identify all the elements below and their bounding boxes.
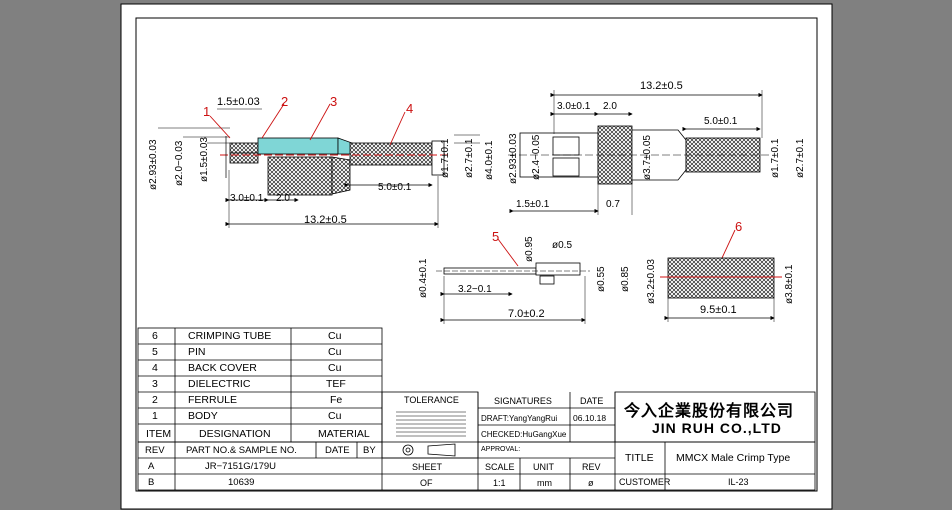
bom-material: Cu <box>328 346 342 358</box>
bom-designation: PIN <box>188 346 206 358</box>
bom-item: 2 <box>152 394 158 406</box>
dim-label: ø0.85 <box>620 266 631 292</box>
checked-signature: CHECKED:HuGangXue <box>481 430 567 439</box>
dim-label: 7.0±0.2 <box>508 308 545 320</box>
signatures-label: SIGNATURES <box>494 396 552 406</box>
bom-item: 5 <box>152 346 158 358</box>
dim-label: ø2.0−0.03 <box>174 140 185 186</box>
draft-date: 06.10.18 <box>573 413 607 423</box>
dim-label: 2.0 <box>603 101 617 112</box>
rev-row-a-part: JR−7151G/179U <box>205 461 277 472</box>
rev-row-a: A <box>148 461 155 472</box>
bom-designation: CRIMPING TUBE <box>188 330 272 342</box>
bom-designation: FERRULE <box>188 394 238 406</box>
bom-item: 4 <box>152 362 158 374</box>
rev-row-b: B <box>148 477 155 488</box>
customer-value: IL-23 <box>728 477 749 487</box>
bom-header-material: MATERIAL <box>318 428 370 440</box>
dim-label: ø0.95 <box>524 236 535 262</box>
assembly-section-view <box>158 108 480 228</box>
pin-view <box>436 262 590 324</box>
dim-label: ø3.8±0.1 <box>784 264 795 304</box>
dim-label: 1.5±0.03 <box>217 96 260 108</box>
dim-label: 3.0±0.1 <box>557 101 591 112</box>
rev-header-by: BY <box>363 445 376 456</box>
unit-label: UNIT <box>533 462 554 472</box>
sheet-label: SHEET <box>412 462 443 472</box>
crimping-tube-view <box>660 257 782 322</box>
dim-label: ø1.7±0.1 <box>770 138 781 178</box>
callout-2: 2 <box>281 94 289 109</box>
dim-label: ø2.7±0.1 <box>464 138 475 178</box>
callout-6: 6 <box>735 219 743 234</box>
bom-material: Cu <box>328 330 342 342</box>
callout-4: 4 <box>406 101 414 116</box>
scale-label: SCALE <box>485 462 515 472</box>
company-name-chinese: 今入企業股份有限公司 <box>624 403 795 420</box>
title-label: TITLE <box>625 452 654 464</box>
rev-value: ø <box>588 478 594 488</box>
dim-label: 9.5±0.1 <box>700 304 737 316</box>
dim-label: 13.2±0.5 <box>640 80 683 92</box>
title-block-grid <box>137 391 816 491</box>
dim-label: ø0.4±0.1 <box>418 258 429 298</box>
dim-label: ø2.93±0.03 <box>148 139 159 190</box>
dim-label: 2.0 <box>276 193 290 204</box>
callout-leaders <box>209 103 736 267</box>
callout-3: 3 <box>330 94 338 109</box>
customer-label: CUSTOMER <box>619 477 671 487</box>
bom-item: 1 <box>152 410 158 422</box>
dim-label: 5.0±0.1 <box>704 116 738 127</box>
callout-1: 1 <box>203 104 211 119</box>
bom-item: 3 <box>152 378 158 390</box>
external-view <box>508 90 770 215</box>
dim-label: ø0.5 <box>552 240 573 251</box>
unit-value: mm <box>537 478 552 488</box>
tolerance-label: TOLERANCE <box>404 395 459 405</box>
dim-label: ø1.7±0.1 <box>440 138 451 178</box>
dim-label: ø2.7±0.1 <box>795 138 806 178</box>
rev-header-part: PART NO.& SAMPLE NO. <box>186 445 297 456</box>
bom-material: TEF <box>326 378 346 390</box>
approval-signature: APPROVAL: <box>481 446 521 453</box>
dim-label: 5.0±0.1 <box>378 182 412 193</box>
bom-material: Fe <box>330 394 343 406</box>
rev-header-date: DATE <box>325 445 350 456</box>
scale-value: 1:1 <box>493 478 506 488</box>
bom-header-designation: DESIGNATION <box>199 428 271 440</box>
dim-label: 1.5±0.1 <box>516 199 550 210</box>
date-label: DATE <box>580 396 604 406</box>
bom-designation: BODY <box>188 410 218 422</box>
dim-label: 3.2−0.1 <box>458 284 492 295</box>
sheet-value: OF <box>420 478 433 488</box>
projection-symbol-icon <box>402 443 456 457</box>
bom-material: Cu <box>328 362 342 374</box>
dim-label: 3.0±0.1 <box>230 193 264 204</box>
bom-header-item: ITEM <box>146 428 172 440</box>
paper-border <box>120 3 833 510</box>
tolerance-table-icon <box>396 411 466 437</box>
rev-header-rev: REV <box>145 445 165 456</box>
dim-label: ø3.2±0.03 <box>646 259 657 304</box>
dim-label: ø2.4−0.05 <box>531 134 542 180</box>
bom-designation: DIELECTRIC <box>188 378 251 390</box>
inner-border <box>135 17 818 492</box>
dim-label: ø2.93±0.03 <box>508 133 519 184</box>
callout-5: 5 <box>492 229 500 244</box>
dim-label: ø4.0±0.1 <box>484 140 495 180</box>
company-name-english: JIN RUH CO.,LTD <box>652 420 782 436</box>
dim-label: ø3.7±0.05 <box>642 135 653 180</box>
bom-item: 6 <box>152 330 158 342</box>
rev-label: REV <box>582 462 601 472</box>
drawing-title: MMCX Male Crimp Type <box>676 452 791 464</box>
rev-row-b-part: 10639 <box>228 477 255 488</box>
dim-label: ø1.5±0.03 <box>199 137 210 182</box>
bom-material: Cu <box>328 410 342 422</box>
dim-label: ø0.55 <box>596 266 607 292</box>
dim-label: 0.7 <box>606 199 620 210</box>
dim-label: 13.2±0.5 <box>304 214 347 226</box>
bom-designation: BACK COVER <box>188 362 257 374</box>
draft-signature: DRAFT:YangYangRui <box>481 414 558 423</box>
